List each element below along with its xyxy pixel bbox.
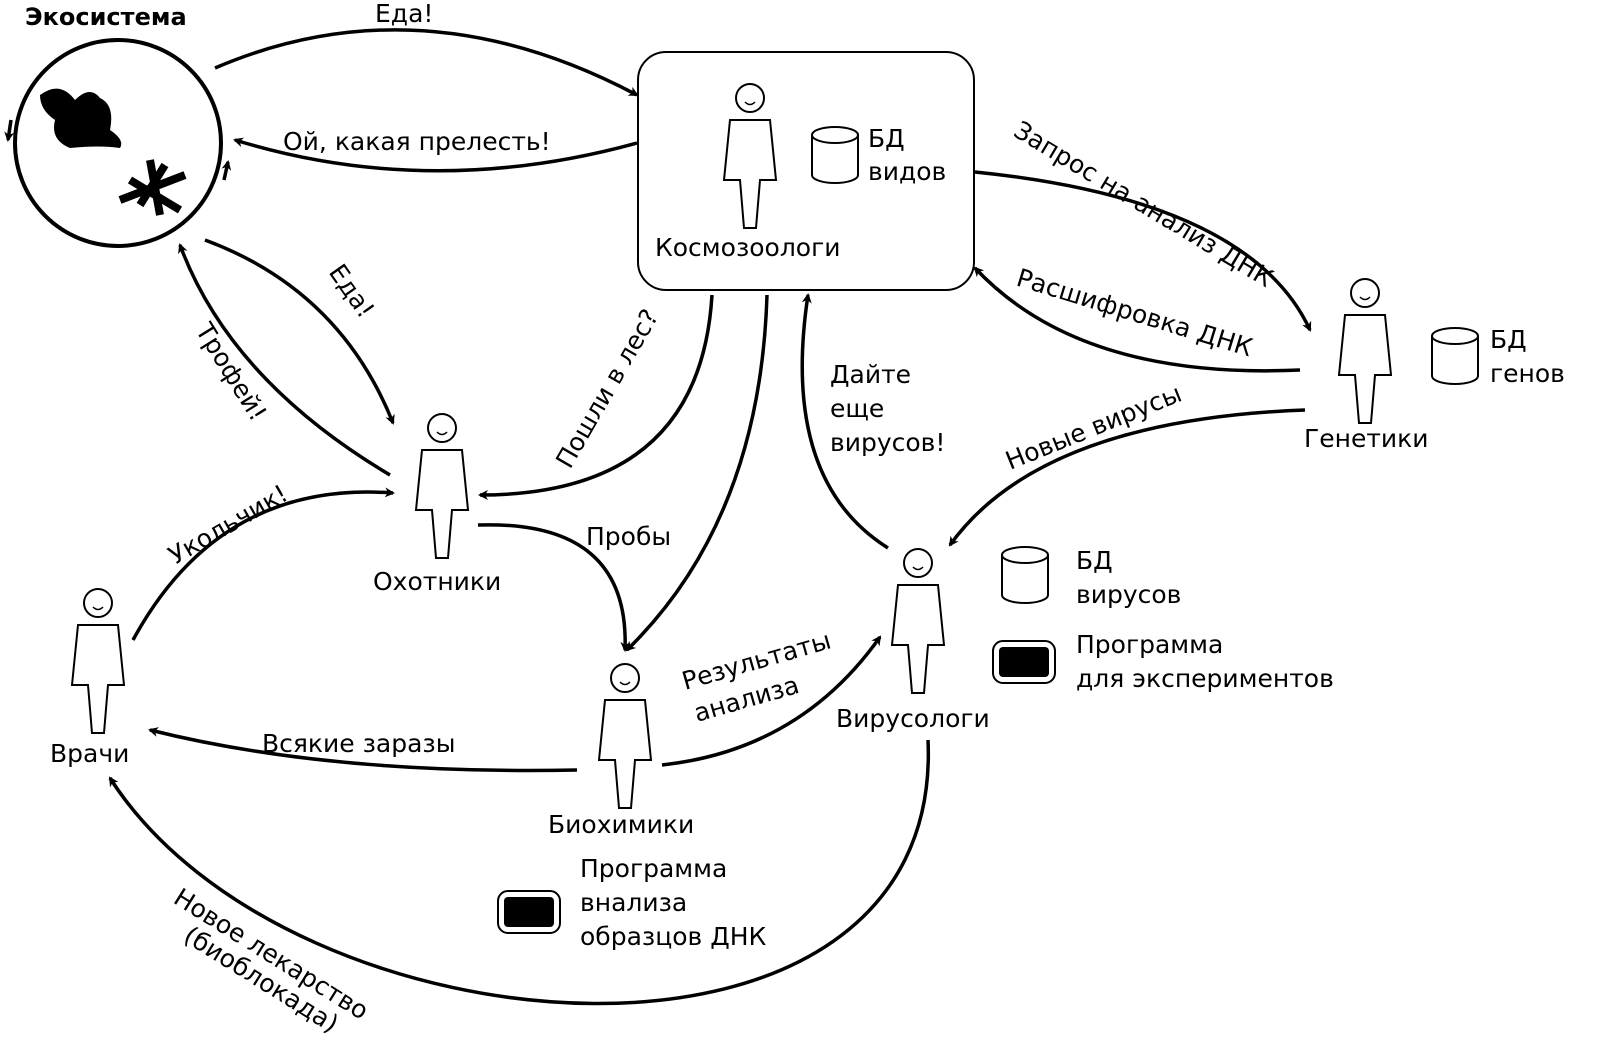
species-db-label: БД (868, 124, 905, 153)
genes-db-label: БД (1490, 325, 1527, 354)
label-more-viruses: еще (830, 394, 884, 423)
viruses-db-label: вирусов (1076, 580, 1181, 609)
label-dna-request: Запрос на анализ ДНК (1009, 115, 1278, 293)
program-icon (497, 890, 561, 934)
edge-analysis-results (661, 635, 882, 767)
database-icon (1001, 546, 1049, 604)
species-db-label: видов (868, 157, 946, 186)
edge-trophy (178, 243, 391, 477)
node-biochemists: Биохимики (548, 810, 694, 839)
edges (108, 28, 1312, 1006)
edge-new-medicine (108, 739, 930, 1006)
plant-icon (118, 159, 187, 216)
node-doctors: Врачи (50, 739, 129, 768)
experiments-program-label: для экспериментов (1076, 664, 1334, 693)
label-more-viruses: вирусов! (830, 428, 945, 457)
ecosystem-node (4, 38, 232, 248)
label-germs: Всякие заразы (262, 729, 455, 758)
node-cosmozoologists: Космозоологи (655, 233, 841, 262)
hunter-figure (415, 413, 469, 559)
label-dna-decoding: Расшифровка ДНК (1013, 263, 1256, 362)
edge-samples (477, 523, 631, 652)
geneticist-figure (1338, 278, 1392, 424)
edge-more-viruses (800, 293, 889, 550)
label-more-viruses: Дайте (830, 360, 911, 389)
edge-dna-decoding (973, 266, 1301, 373)
edge-injection (131, 487, 395, 641)
node-geneticists: Генетики (1304, 424, 1429, 453)
edge-how-lovely (233, 137, 638, 173)
edge-go-to-forest (478, 294, 714, 500)
label-injection: Укольчик! (164, 479, 293, 570)
edge-dna-request (974, 170, 1312, 332)
label-samples: Пробы (586, 522, 671, 551)
virologist-figure (891, 548, 945, 694)
database-icon (811, 126, 859, 184)
node-virologists: Вирусологи (836, 704, 990, 733)
edge-germs (148, 727, 578, 773)
biochemist-figure (598, 663, 652, 809)
experiments-program-label: Программа (1076, 630, 1223, 659)
node-hunters: Охотники (373, 567, 501, 596)
doctor-figure (71, 588, 125, 734)
edge-food-top (214, 28, 639, 97)
dna-program-label: образцов ДНК (580, 922, 767, 951)
dna-program-label: Программа (580, 854, 727, 883)
edge-food-hunters (204, 238, 395, 425)
creature-icon (40, 88, 122, 148)
cosmozoologists-box (637, 51, 975, 291)
database-icon (1431, 327, 1479, 385)
dna-program-label: внализа (580, 888, 687, 917)
edge-new-viruses (948, 408, 1306, 547)
label-food-top: Еда! (375, 0, 433, 28)
genes-db-label: генов (1490, 359, 1565, 388)
program-icon (992, 640, 1056, 684)
viruses-db-label: БД (1076, 546, 1113, 575)
ecosystem-title: Экосистема (25, 3, 187, 31)
label-food-hunters: Еда! (323, 259, 380, 324)
label-how-lovely: Ой, какая прелесть! (283, 127, 551, 156)
edge-cosmo-biochem (625, 294, 769, 652)
